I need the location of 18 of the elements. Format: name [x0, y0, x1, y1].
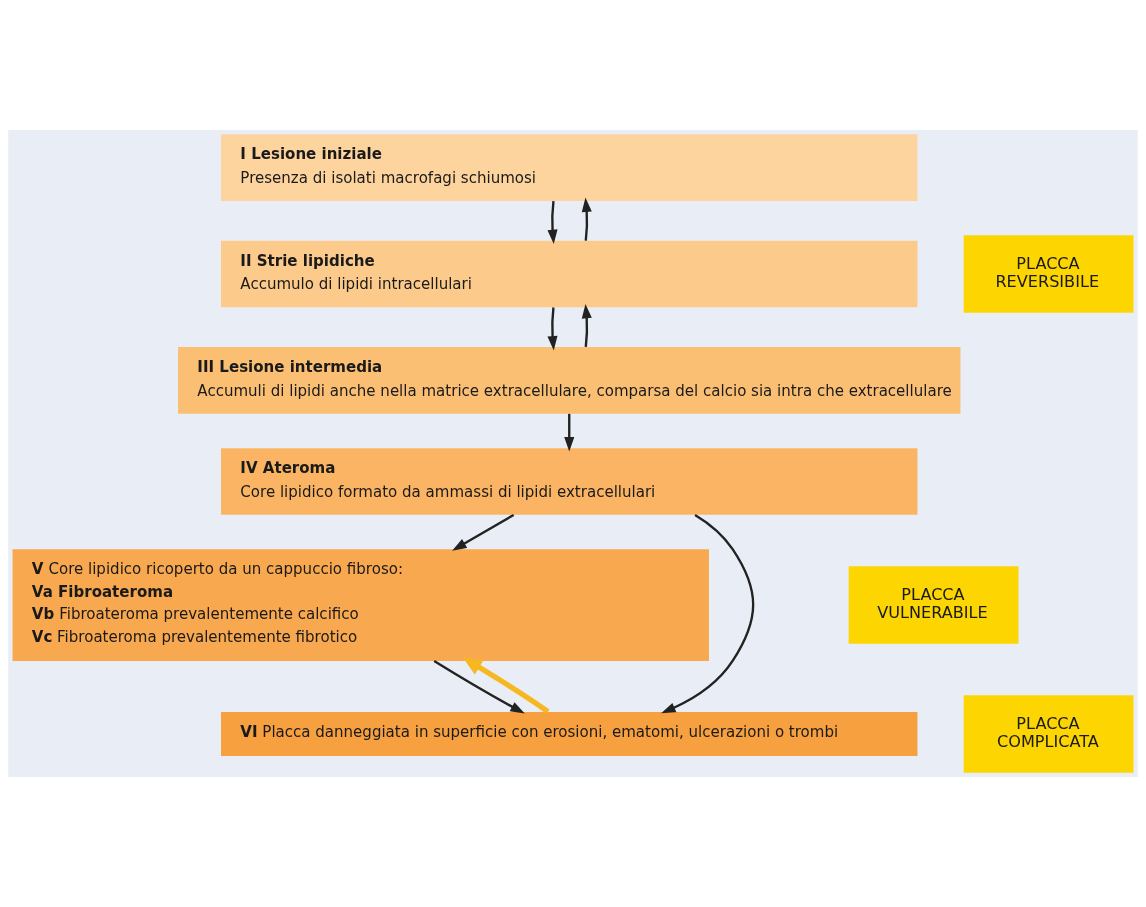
arrow [581, 197, 592, 241]
arrow [661, 513, 755, 714]
arrow [581, 303, 592, 348]
node-box: VI Placca danneggiata in superficie con erosioni, ematomi, ulcerazioni o trombi [221, 712, 918, 757]
arrow [547, 201, 558, 245]
arrow [462, 657, 550, 714]
node-box: PLACCA COMPLICATA [963, 695, 1134, 773]
node-box: PLACCA REVERSIBILE [963, 235, 1134, 313]
node-box: I Lesione iniziale Presenza di isolati macrofagi schiumosi [221, 134, 918, 201]
node-box: III Lesione intermedia Accumuli di lipidi anche nella matrice extracellulare, comparsa del calcio sia intra che extracellulare [178, 347, 961, 414]
node-box: PLACCA VULNERABILE [848, 566, 1019, 644]
node-box: V Core lipidico ricoperto da un cappuccio fibroso: Va Fibroateroma Vb Fibroateroma prevalentemente calcifico Vc Fibroateroma prevalentemente fibrotico [12, 549, 709, 661]
node-box: IV Ateroma Core lipidico formato da ammassi di lipidi extracellulari [221, 448, 918, 515]
node-box: II Strie lipidiche Accumulo di lipidi intracellulari [221, 240, 918, 308]
arrow [452, 513, 515, 551]
arrow [564, 413, 575, 452]
arrow [547, 307, 558, 351]
arrow [433, 660, 525, 714]
